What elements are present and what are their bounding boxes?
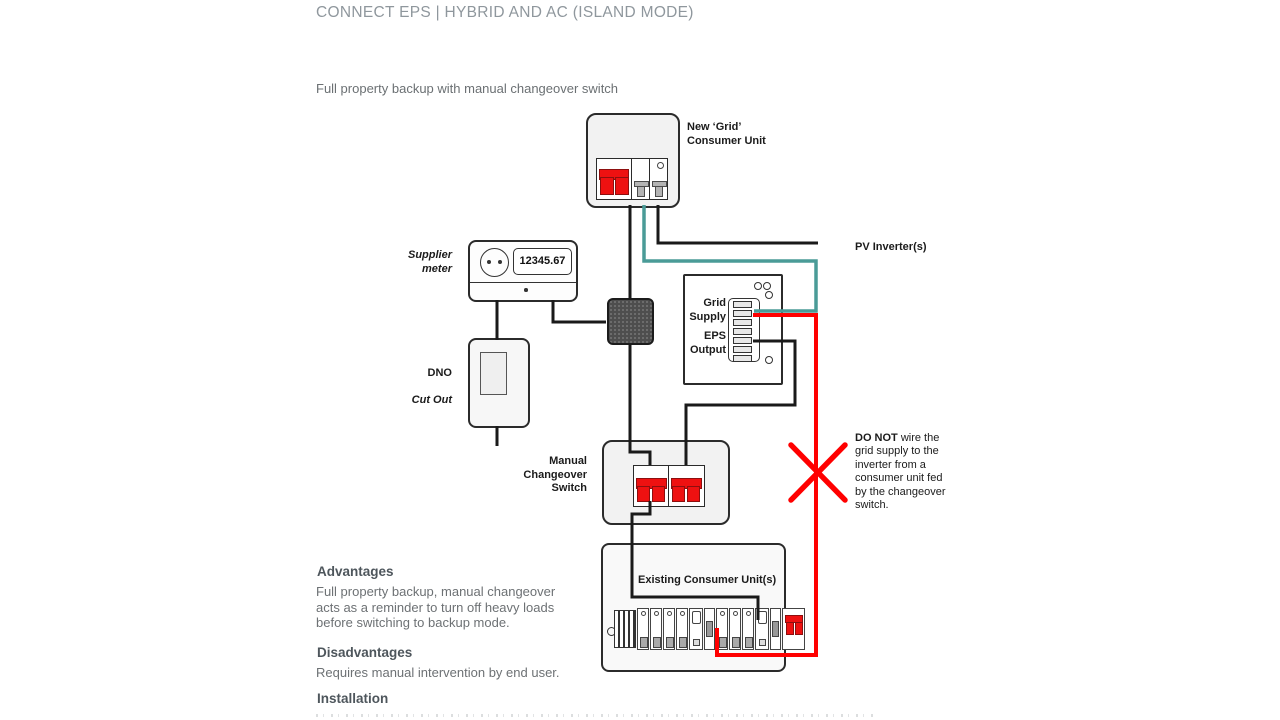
main-switch-red [597, 159, 632, 199]
breaker-module [729, 608, 741, 650]
red-toggle [687, 486, 700, 502]
breaker-module [637, 608, 649, 650]
eps-output-label: EPS Output [689, 330, 726, 356]
supplier-meter-box: 12345.67 [468, 240, 578, 302]
red-toggle [615, 177, 629, 195]
terminal-cell [732, 310, 752, 317]
breaker-module [676, 608, 688, 650]
existing-consumer-unit-box: Existing Consumer Unit(s) [601, 543, 805, 672]
breaker-row [614, 608, 805, 650]
pv-inverter-label: PV Inverter(s) [855, 241, 927, 253]
main-switch-red [782, 608, 805, 650]
page-title: CONNECT EPS | HYBRID AND AC (ISLAND MODE… [316, 4, 694, 21]
terminal-block [728, 298, 760, 362]
red-switch-bar [599, 169, 629, 180]
terminal-cell [732, 355, 752, 362]
disadvantages-body: Requires manual intervention by end user… [316, 665, 560, 680]
meter-socket-icon [480, 248, 509, 277]
changeover-module [668, 465, 705, 507]
new-grid-consumer-unit-box [586, 113, 680, 208]
busbar-comb [614, 610, 636, 648]
do-not-warning-bold: DO NOT [855, 432, 898, 444]
terminal-hole-icon [765, 291, 773, 299]
manual-changeover-switch-box [602, 440, 730, 525]
rcd-module [755, 608, 769, 650]
wire-cu-to-pv-inverter [656, 205, 818, 245]
rcd-module [689, 608, 703, 650]
changeover-module [633, 465, 670, 507]
advantages-heading: Advantages [317, 564, 394, 579]
indicator-dot [657, 162, 664, 169]
breaker-module [650, 159, 667, 199]
breaker-module [663, 608, 675, 650]
red-toggle [785, 622, 794, 635]
breaker-block [596, 158, 668, 200]
blank-module [704, 608, 715, 650]
red-x-mark [788, 442, 848, 503]
junction-box [607, 298, 654, 345]
do-not-warning-text: wire the grid supply to the inverter fro… [855, 432, 946, 512]
grid-supply-label: Grid Supply [689, 297, 726, 323]
breaker-module [716, 608, 728, 650]
terminal-cell [732, 328, 752, 335]
dno-fuse-window [480, 352, 507, 395]
meter-divider [470, 282, 576, 283]
red-toggle [672, 486, 685, 502]
red-switch-bar [671, 478, 702, 489]
blank-module [770, 608, 781, 650]
advantages-body: Full property backup, manual changeover … [316, 584, 556, 631]
terminal-cell [732, 346, 752, 353]
meter-dot [524, 288, 528, 292]
red-toggle [637, 486, 650, 502]
dno-label-line2: Cut Out [411, 393, 452, 406]
red-toggle [652, 486, 665, 502]
breaker-module [742, 608, 754, 650]
existing-cu-label: Existing Consumer Unit(s) [638, 574, 777, 586]
red-toggle [794, 622, 803, 635]
terminal-cell [732, 337, 752, 344]
diagram-subtitle: Full property backup with manual changeo… [316, 81, 619, 96]
red-toggle [600, 177, 614, 195]
terminal-hole-icon [754, 282, 762, 290]
meter-display: 12345.67 [513, 248, 572, 275]
new-grid-cu-label: New ‘Grid’ Consumer Unit [687, 121, 766, 147]
dno-label-line1: DNO [427, 366, 452, 379]
terminal-cell [732, 319, 752, 326]
changeover-switch-label: Manual Changeover Switch [523, 455, 587, 494]
clipped-text-line [316, 714, 878, 717]
supplier-meter-label: Supplier meter [407, 249, 452, 275]
terminal-hole-icon [765, 356, 773, 364]
disadvantages-heading: Disadvantages [317, 645, 413, 660]
red-switch-bar [636, 478, 667, 489]
installation-heading: Installation [317, 691, 389, 706]
dno-cutout-box [468, 338, 530, 428]
wire-meter-to-junction [551, 300, 606, 324]
terminal-hole-icon [763, 282, 771, 290]
breaker-module [632, 159, 650, 199]
breaker-module [650, 608, 662, 650]
terminal-cell [732, 301, 752, 308]
do-not-warning: DO NOT wire the grid supply to the inver… [855, 432, 955, 512]
dno-cutout-label: DNO Cut Out [398, 353, 452, 421]
